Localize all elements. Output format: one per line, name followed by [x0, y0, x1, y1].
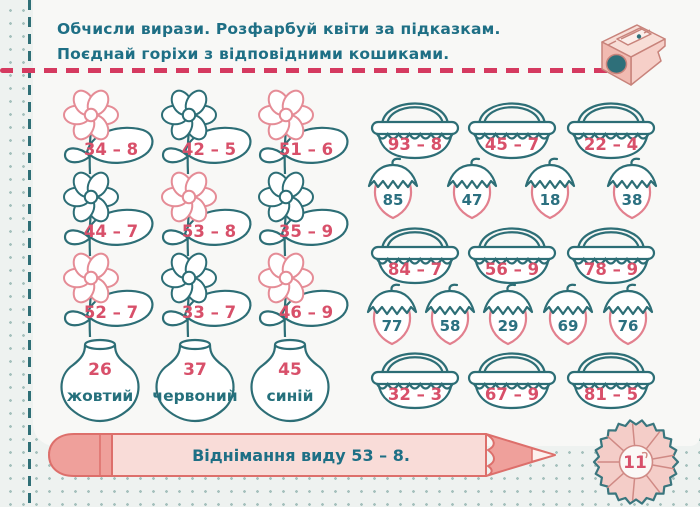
left-dashed-border: [28, 0, 31, 507]
flower-expression: 44 – 7: [84, 222, 138, 241]
page-number: 11: [623, 453, 647, 473]
basket-expression: 81 – 5: [584, 385, 638, 404]
flower-6: 35 – 9: [250, 170, 352, 256]
nut-5: 77: [363, 282, 421, 348]
nut-value: 85: [383, 191, 404, 209]
flower-expression: 51 – 6: [279, 140, 333, 159]
flower-expression: 53 – 8: [182, 222, 236, 241]
nut-8: 69: [539, 282, 597, 348]
basket-7: 32 – 3: [369, 336, 461, 412]
nut-4: 38: [603, 156, 661, 222]
basket-1: 93 – 8: [369, 86, 461, 162]
nut-9: 76: [599, 282, 657, 348]
vase-color-label: червоний: [152, 387, 237, 405]
flower-expression: 35 – 9: [279, 222, 333, 241]
nut-value: 58: [440, 317, 461, 335]
flower-expression: 42 – 5: [182, 140, 236, 159]
flower-expression: 33 – 7: [182, 303, 236, 322]
flower-9: 46 – 9: [250, 251, 352, 337]
basket-expression: 78 – 9: [584, 260, 638, 279]
pencil-sharpener-icon: [601, 24, 666, 86]
instructions: Обчисли вирази. Розфарбуй квіти за підка…: [57, 17, 617, 67]
vase-color-label: синій: [267, 387, 314, 405]
basket-4: 84 – 7: [369, 211, 461, 287]
basket-2: 45 – 7: [466, 86, 558, 162]
flower-3: 51 – 6: [250, 88, 352, 174]
page-number-badge: 11: [592, 419, 680, 505]
nut-2: 47: [443, 156, 501, 222]
nut-value: 38: [622, 191, 643, 209]
nut-value: 47: [462, 191, 483, 209]
vase-blue: 45 синій: [240, 337, 340, 425]
vase-red: 37 червоний: [152, 337, 238, 425]
vase-yellow: 26 жовтий: [50, 337, 150, 425]
nut-3: 18: [521, 156, 579, 222]
nut-1: 85: [364, 156, 422, 222]
instructions-line2: Поєднай горіхи з відповідними кошиками.: [57, 45, 450, 63]
basket-6: 78 – 9: [565, 211, 657, 287]
basket-expression: 67 – 9: [485, 385, 539, 404]
flower-5: 53 – 8: [153, 170, 255, 256]
flower-expression: 46 – 9: [279, 303, 333, 322]
basket-9: 81 – 5: [565, 336, 657, 412]
vase-color-label: жовтий: [67, 387, 134, 405]
basket-expression: 93 – 8: [388, 135, 442, 154]
nut-value: 76: [618, 317, 639, 335]
basket-expression: 56 – 9: [485, 260, 539, 279]
topic-label: Віднімання виду 53 – 8.: [192, 446, 410, 465]
nut-7: 29: [479, 282, 537, 348]
flower-expression: 34 – 8: [84, 140, 138, 159]
flower-2: 42 – 5: [153, 88, 255, 174]
basket-expression: 32 – 3: [388, 385, 442, 404]
vase-number: 26: [88, 360, 112, 380]
nut-value: 29: [498, 317, 519, 335]
nut-value: 69: [558, 317, 579, 335]
pencil-banner: Віднімання виду 53 – 8.: [48, 433, 556, 477]
vase-number: 37: [183, 360, 207, 380]
vase-number: 45: [278, 360, 302, 380]
instructions-line1: Обчисли вирази. Розфарбуй квіти за підка…: [57, 20, 501, 38]
basket-expression: 22 – 4: [584, 135, 638, 154]
flower-expression: 52 – 7: [84, 303, 138, 322]
basket-8: 67 – 9: [466, 336, 558, 412]
basket-3: 22 – 4: [565, 86, 657, 162]
basket-expression: 45 – 7: [485, 135, 539, 154]
basket-expression: 84 – 7: [388, 260, 442, 279]
flower-1: 34 – 8: [55, 88, 157, 174]
nut-value: 18: [540, 191, 561, 209]
red-dashed-divider: [0, 68, 618, 73]
flower-4: 44 – 7: [55, 170, 157, 256]
flower-7: 52 – 7: [55, 251, 157, 337]
flower-8: 33 – 7: [153, 251, 255, 337]
nut-value: 77: [382, 317, 403, 335]
basket-5: 56 – 9: [466, 211, 558, 287]
nut-6: 58: [421, 282, 479, 348]
